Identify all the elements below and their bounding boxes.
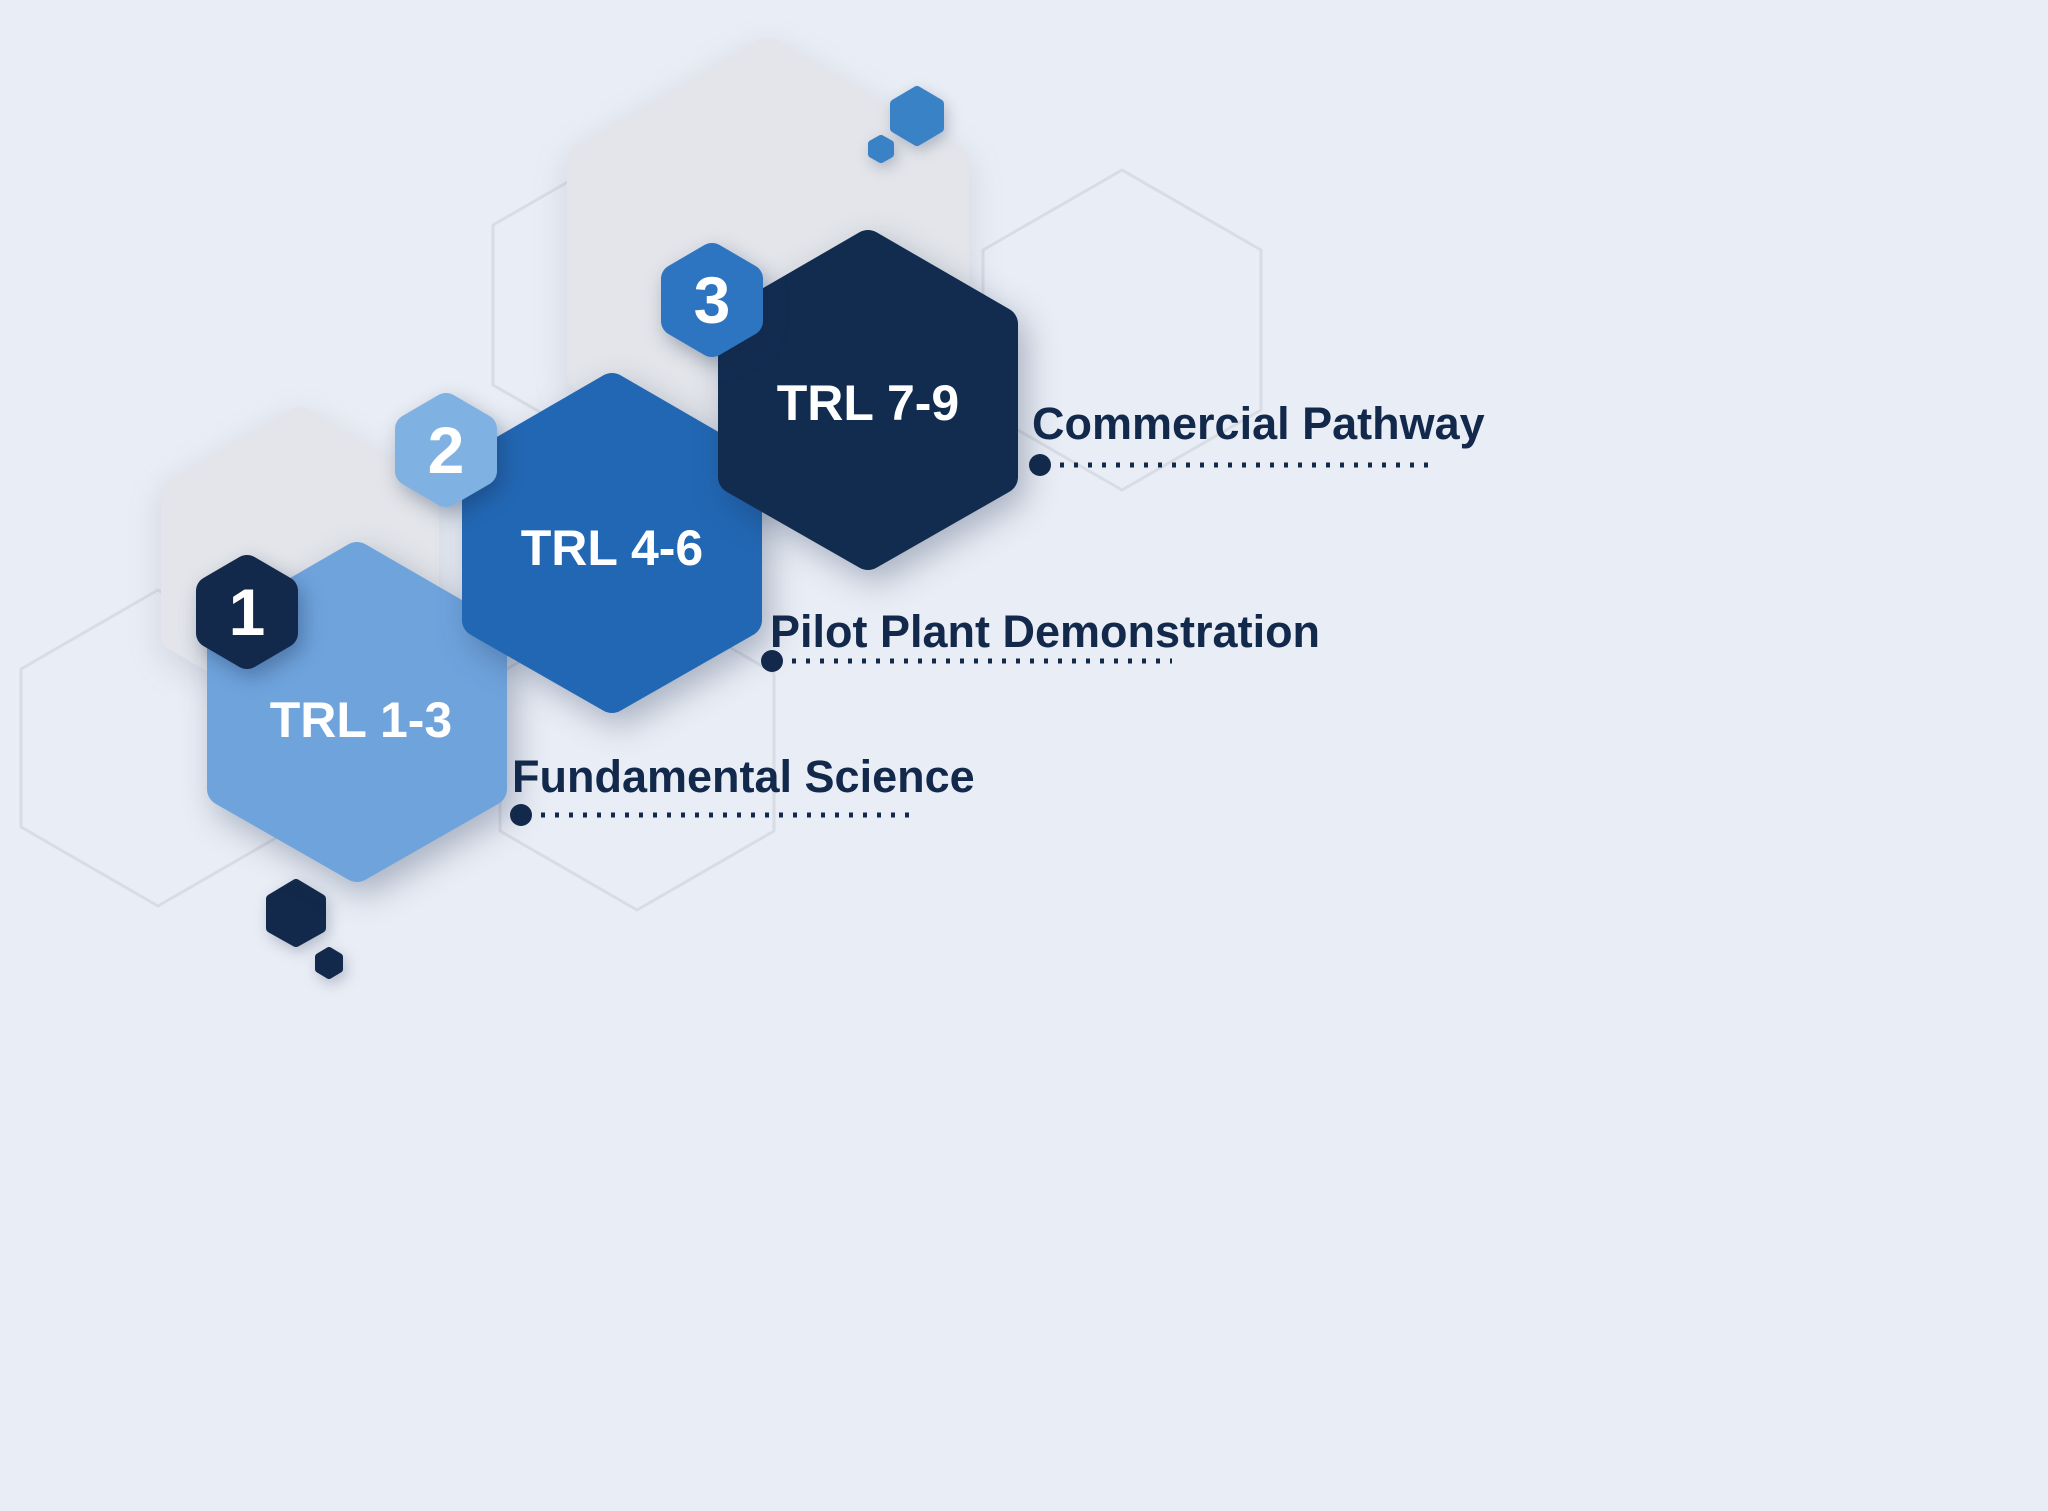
accent-hexagon-blue-large [890, 86, 944, 146]
caption-commercial-pathway: Commercial Pathway [1032, 398, 1485, 449]
badge-number-2: 2 [428, 413, 465, 487]
label-trl-4-6: TRL 4-6 [521, 520, 703, 576]
stage-group-3: TRL 7-9 3 Commercial Pathway [661, 230, 1485, 570]
caption-fundamental-science: Fundamental Science [512, 751, 975, 802]
accent-hexagon-navy-large [266, 879, 326, 947]
decor-outline-hexagon-right [981, 168, 1263, 492]
accent-hexagon-blue-small [868, 135, 894, 163]
caption-pilot-plant-demonstration: Pilot Plant Demonstration [770, 606, 1320, 657]
leader-dot-stage-1 [510, 804, 532, 826]
label-trl-1-3: TRL 1-3 [270, 692, 452, 748]
label-trl-7-9: TRL 7-9 [777, 375, 959, 431]
decor-accent-hexagons [266, 86, 944, 979]
badge-number-3: 3 [694, 263, 731, 337]
badge-number-1: 1 [229, 575, 266, 649]
badge-hexagon-3 [661, 243, 763, 357]
badge-hexagon-1 [196, 555, 298, 669]
leader-dot-stage-2 [761, 650, 783, 672]
badge-hexagon-2 [395, 393, 497, 507]
leader-dot-stage-3 [1029, 454, 1051, 476]
accent-hexagon-navy-small [315, 947, 343, 979]
